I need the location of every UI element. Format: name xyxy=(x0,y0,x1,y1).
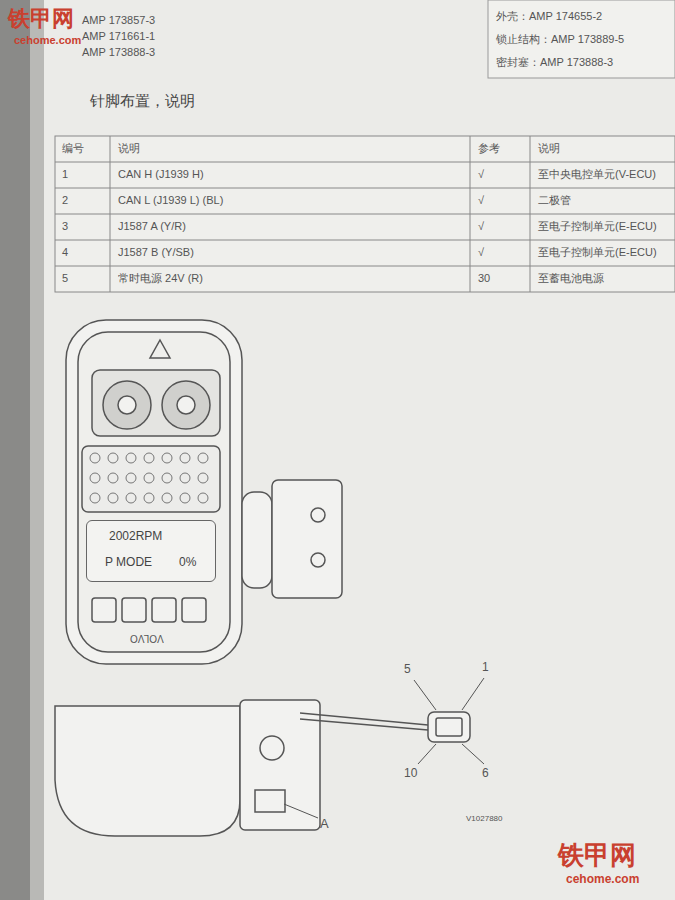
watermark: 铁甲网 xyxy=(8,6,74,32)
part-number: AMP 173888-3 xyxy=(82,46,155,59)
table-cell: 至蓄电池电源 xyxy=(538,272,604,285)
part-number: AMP 171661-1 xyxy=(82,30,155,43)
brand-text: VOLVO xyxy=(130,632,164,644)
part-number: AMP 173857-3 xyxy=(82,14,155,27)
page-edge xyxy=(30,0,44,900)
display-front xyxy=(66,320,342,664)
table-cell: √ xyxy=(478,194,484,207)
lcd-text: 2002RPM xyxy=(109,529,162,543)
table-cell: 2 xyxy=(62,194,68,207)
table-cell: √ xyxy=(478,220,484,233)
table-header: 编号 xyxy=(62,142,84,155)
spec-text: 密封塞：AMP 173888-3 xyxy=(496,56,613,69)
leader-lines xyxy=(284,678,484,818)
lcd-screen: 2002RPM P MODE 0% xyxy=(86,520,216,582)
callout-number: 1 xyxy=(482,660,489,674)
table-cell: 至电子控制单元(E-ECU) xyxy=(538,220,657,233)
table-cell: 至中央电控单元(V-ECU) xyxy=(538,168,656,181)
callout-number: 5 xyxy=(404,662,411,676)
table-cell: 30 xyxy=(478,272,490,285)
table-cell: 二极管 xyxy=(538,194,571,207)
table-header: 说明 xyxy=(118,142,140,155)
callout-number: 6 xyxy=(482,766,489,780)
table-cell: 3 xyxy=(62,220,68,233)
table-cell: J1587 A (Y/R) xyxy=(118,220,186,233)
table-header: 参考 xyxy=(478,142,500,155)
callout-letter: A xyxy=(320,816,329,832)
section-heading: 针脚布置，说明 xyxy=(90,92,195,110)
spec-text: 外壳：AMP 174655-2 xyxy=(496,10,602,23)
lcd-text: 0% xyxy=(179,555,196,569)
table-cell: 至电子控制单元(E-ECU) xyxy=(538,246,657,259)
table-cell: √ xyxy=(478,168,484,181)
pin-table xyxy=(55,136,675,292)
table-cell: 4 xyxy=(62,246,68,259)
table-cell: J1587 B (Y/SB) xyxy=(118,246,194,259)
callout-number: 10 xyxy=(404,766,417,780)
watermark: cehome.com xyxy=(566,872,639,886)
display-side xyxy=(55,700,470,836)
watermark: 铁甲网 xyxy=(558,840,636,871)
figure-code: V1027880 xyxy=(466,814,502,824)
table-header: 说明 xyxy=(538,142,560,155)
table-cell: 5 xyxy=(62,272,68,285)
lcd-text: P MODE xyxy=(105,555,152,569)
watermark: cehome.com xyxy=(14,34,81,47)
table-cell: 常时电源 24V (R) xyxy=(118,272,203,285)
spec-text: 锁止结构：AMP 173889-5 xyxy=(496,33,624,46)
table-cell: CAN L (J1939 L) (BL) xyxy=(118,194,223,207)
table-cell: 1 xyxy=(62,168,68,181)
spec-box xyxy=(488,0,675,78)
table-cell: √ xyxy=(478,246,484,259)
table-cell: CAN H (J1939 H) xyxy=(118,168,204,181)
